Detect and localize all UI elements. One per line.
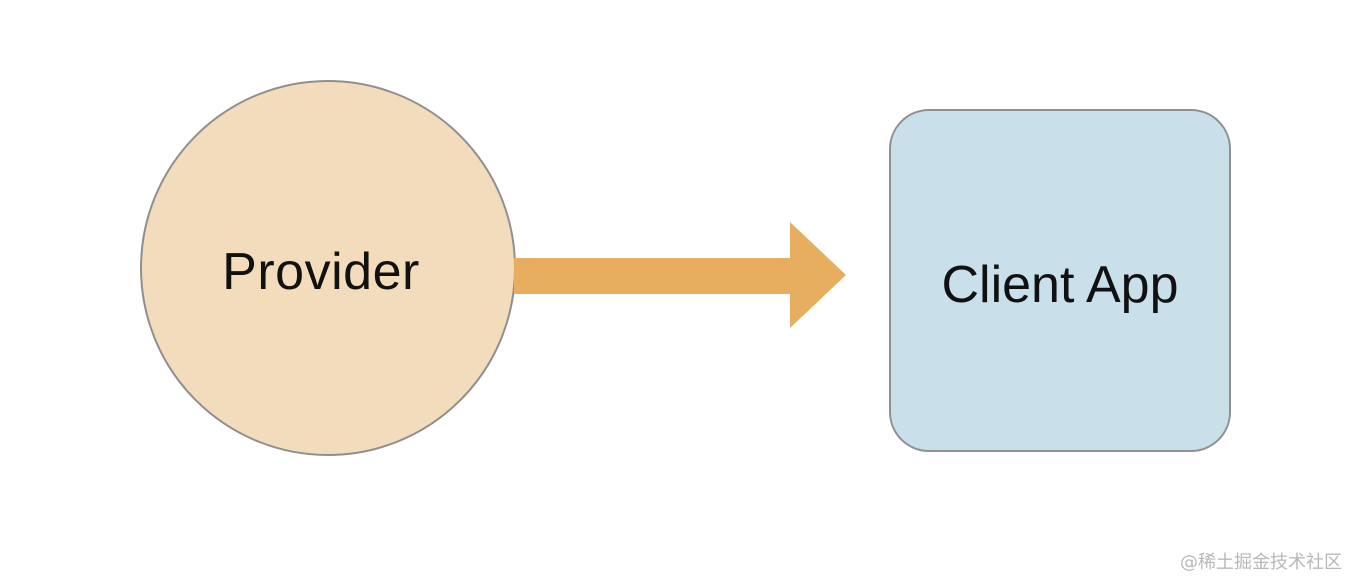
arrow-shape: [514, 222, 846, 328]
client-app-label: Client App: [941, 255, 1179, 314]
flow-arrow: [514, 222, 846, 328]
client-app-node: Client App: [889, 109, 1231, 452]
provider-label: Provider: [222, 243, 420, 301]
provider-node: Provider: [140, 80, 516, 456]
watermark: @稀土掘金技术社区: [1180, 552, 1342, 573]
